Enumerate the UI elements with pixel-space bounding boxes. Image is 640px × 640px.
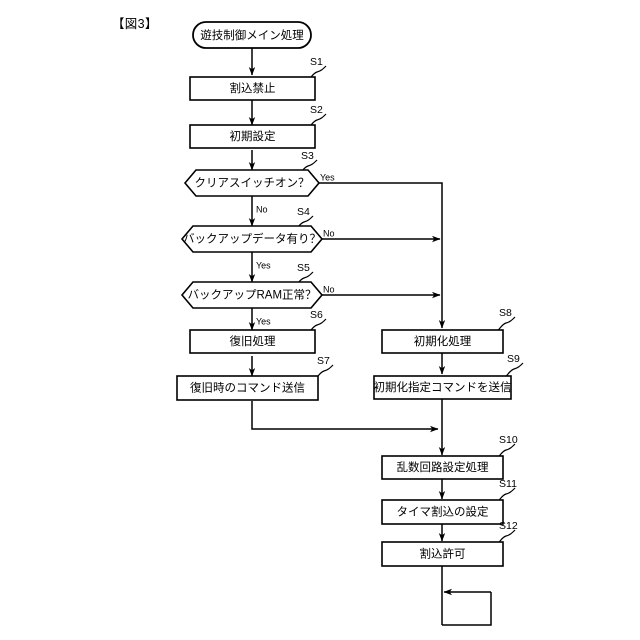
node-s5[interactable]	[180, 281, 324, 309]
step-label-s4: S4	[297, 206, 310, 218]
node-s9[interactable]	[373, 375, 512, 400]
figure-title: 【図3】	[112, 17, 158, 31]
node-s4[interactable]	[180, 225, 324, 253]
node-s6-label: 復旧処理	[230, 334, 276, 348]
step-label-s11: S11	[499, 478, 517, 490]
branch-label-s4-yes: Yes	[256, 260, 271, 270]
node-s2-label: 初期設定	[230, 129, 276, 143]
node-s4-label: バックアップデータ有り？	[183, 232, 321, 246]
step-label-s2: S2	[310, 104, 323, 116]
start-terminator[interactable]	[192, 21, 312, 49]
branch-label-s4-no: No	[323, 228, 335, 238]
edge-s7-to-trunk	[251, 401, 439, 433]
edge-loop-return	[442, 592, 492, 626]
step-label-s12: S12	[499, 520, 518, 532]
node-s1[interactable]	[189, 76, 316, 101]
node-s3[interactable]	[183, 169, 321, 197]
node-s11-label: タイマ割込の設定	[397, 505, 489, 519]
edge-s3-yes-to-s8	[319, 182, 446, 329]
node-s6[interactable]	[189, 329, 316, 354]
node-s12-label: 割込許可	[420, 547, 466, 561]
node-s10-label: 乱数回路設定処理	[397, 460, 489, 474]
node-s8[interactable]	[381, 329, 504, 354]
branch-label-s3-no: No	[256, 204, 268, 214]
step-label-s3: S3	[301, 150, 314, 162]
branch-label-s3-yes: Yes	[320, 172, 335, 182]
step-label-s8: S8	[499, 307, 512, 319]
step-label-s10: S10	[499, 434, 518, 446]
node-s7[interactable]	[176, 375, 319, 401]
node-s2[interactable]	[189, 124, 316, 149]
node-s7-label: 復旧時のコマンド送信	[190, 381, 305, 395]
branch-label-s5-yes: Yes	[256, 316, 271, 326]
branch-label-s5-no: No	[323, 284, 335, 294]
node-s3-label: クリアスイッチオン？	[195, 177, 310, 190]
node-s9-label: 初期化指定コマンドを送信	[374, 380, 512, 394]
step-label-s9: S9	[507, 353, 520, 365]
step-label-s6: S6	[310, 309, 323, 321]
node-s12[interactable]	[381, 541, 504, 567]
step-label-s7: S7	[317, 355, 330, 367]
node-s8-label: 初期化処理	[414, 334, 472, 348]
node-s5-label: バックアップRAM正常？	[187, 289, 316, 302]
node-s10[interactable]	[381, 455, 504, 480]
start-terminator-label: 遊技制御メイン処理	[200, 28, 304, 42]
node-s1-label: 割込禁止	[230, 81, 276, 95]
node-s11[interactable]	[381, 499, 504, 525]
step-label-s5: S5	[297, 262, 310, 274]
step-label-s1: S1	[310, 56, 323, 68]
